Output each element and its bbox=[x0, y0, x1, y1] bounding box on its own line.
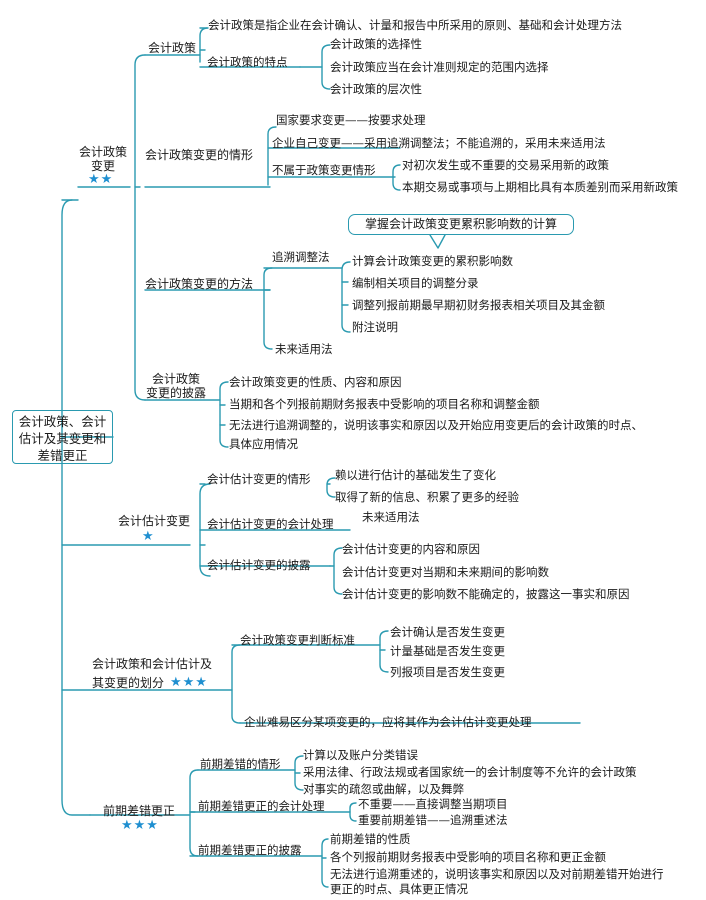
policy-disclosure-4: 具体应用情况 bbox=[229, 437, 298, 451]
estimate-treatment-label: 会计估计变更的会计处理 bbox=[207, 517, 334, 531]
distinction-stars: ★★★ bbox=[170, 675, 208, 690]
estimate-change-stars: ★ bbox=[142, 529, 155, 544]
error-disclosure-1: 前期差错的性质 bbox=[330, 832, 411, 846]
criteria-1: 会计确认是否发生变更 bbox=[390, 625, 505, 639]
retro-label: 追溯调整法 bbox=[272, 250, 330, 264]
estimate-disclosure-3: 会计估计变更的影响数不能确定的，披露这一事实和原因 bbox=[342, 587, 630, 601]
policy-label: 会计政策 bbox=[148, 41, 197, 55]
root-node: 会计政策、会计 估计及其变更和 差错更正 bbox=[12, 410, 113, 464]
error-treatment-label: 前期差错更正的会计处理 bbox=[198, 799, 325, 813]
estimate-disclosure-1: 会计估计变更的内容和原因 bbox=[342, 542, 480, 556]
policy-not-1: 对初次发生或不重要的交易采用新的政策 bbox=[402, 158, 609, 172]
error-situation-1: 计算以及账户分类错误 bbox=[303, 748, 418, 762]
error-correction-label: 前期差错更正 bbox=[103, 804, 176, 818]
policy-change-stars: ★★ bbox=[88, 172, 114, 187]
estimate-change-label: 会计估计变更 bbox=[118, 514, 191, 528]
criteria-label: 会计政策变更判断标准 bbox=[240, 633, 355, 647]
policy-not-2: 本期交易或事项与上期相比具有本质差别而采用新政策 bbox=[402, 180, 678, 194]
error-situation-2: 采用法律、行政法规或者国家统一的会计制度等不允许的会计政策 bbox=[303, 765, 637, 779]
policy-feature-1: 会计政策的选择性 bbox=[330, 37, 422, 51]
policy-situation-2: 企业自己变更——采用追溯调整法；不能追溯的，采用未来适用法 bbox=[272, 136, 606, 150]
error-correction-stars: ★★★ bbox=[121, 818, 159, 833]
error-disclosure-4: 更正的时点、具体更正情况 bbox=[330, 882, 468, 896]
policy-feature-3: 会计政策的层次性 bbox=[330, 82, 422, 96]
error-situation-3: 对事实的疏忽或曲解，以及舞弊 bbox=[303, 782, 464, 796]
error-treatment-2: 重要前期差错——追溯重述法 bbox=[358, 813, 508, 827]
root-line-1: 会计政策、会计 bbox=[18, 414, 107, 429]
policy-disclosure-3: 无法进行追溯调整的，说明该事实和原因以及开始应用变更后的会计政策的时点、 bbox=[229, 418, 643, 432]
estimate-disclosure-label: 会计估计变更的披露 bbox=[207, 558, 311, 572]
error-disclosure-3: 无法进行追溯重述的，说明该事实和原因以及对前期差错开始进行 bbox=[330, 867, 664, 881]
future-label: 未来适用法 bbox=[275, 342, 333, 356]
criteria-2: 计量基础是否发生变更 bbox=[390, 644, 505, 658]
policy-features-label: 会计政策的特点 bbox=[207, 55, 288, 69]
estimate-treatment-item: 未来适用法 bbox=[362, 510, 420, 524]
policy-change-label: 会计政策 变更 bbox=[78, 145, 127, 173]
policy-disclosure-label: 会计政策 变更的披露 bbox=[145, 372, 206, 400]
retro-item-1: 计算会计政策变更的累积影响数 bbox=[352, 254, 513, 268]
methods-callout: 掌握会计政策变更累积影响数的计算 bbox=[348, 214, 574, 235]
policy-disclosure-2: 当期和各个列报前期财务报表中受影响的项目名称和调整金额 bbox=[229, 397, 540, 411]
retro-item-4: 附注说明 bbox=[352, 320, 398, 334]
retro-item-3: 调整列报前期最早期初财务报表相关项目及其金额 bbox=[352, 298, 605, 312]
policy-methods-label: 会计政策变更的方法 bbox=[145, 277, 254, 291]
error-disclosure-2: 各个列报前期财务报表中受影响的项目名称和更正金额 bbox=[330, 850, 606, 864]
root-line-3: 差错更正 bbox=[37, 448, 88, 463]
policy-definition: 会计政策是指企业在会计确认、计量和报告中所采用的原则、基础和会计处理方法 bbox=[208, 18, 622, 32]
policy-disclosure-1: 会计政策变更的性质、内容和原因 bbox=[229, 375, 402, 389]
distinction-label-2: 其变更的划分 bbox=[92, 676, 165, 690]
policy-situations-label: 会计政策变更的情形 bbox=[145, 148, 254, 162]
error-disclosure-label: 前期差错更正的披露 bbox=[198, 843, 302, 857]
policy-situation-1: 国家要求变更——按要求处理 bbox=[276, 113, 426, 127]
estimate-disclosure-2: 会计估计变更对当期和未来期间的影响数 bbox=[342, 565, 549, 579]
distinction-hard: 企业难易区分某项变更的，应将其作为会计估计变更处理 bbox=[244, 715, 532, 729]
error-situations-label: 前期差错的情形 bbox=[200, 757, 281, 771]
estimate-situations-label: 会计估计变更的情形 bbox=[207, 472, 311, 486]
estimate-situation-2: 取得了新的信息、积累了更多的经验 bbox=[335, 490, 519, 504]
estimate-situation-1: 赖以进行估计的基础发生了变化 bbox=[335, 468, 496, 482]
policy-not-label: 不属于政策变更情形 bbox=[272, 163, 376, 177]
distinction-label-1: 会计政策和会计估计及 bbox=[92, 657, 213, 671]
root-line-2: 估计及其变更和 bbox=[18, 431, 107, 446]
error-treatment-1: 不重要——直接调整当期项目 bbox=[358, 797, 508, 811]
retro-item-2: 编制相关项目的调整分录 bbox=[352, 276, 479, 290]
policy-feature-2: 会计政策应当在会计准则规定的范围内选择 bbox=[330, 60, 549, 74]
criteria-3: 列报项目是否发生变更 bbox=[390, 665, 505, 679]
